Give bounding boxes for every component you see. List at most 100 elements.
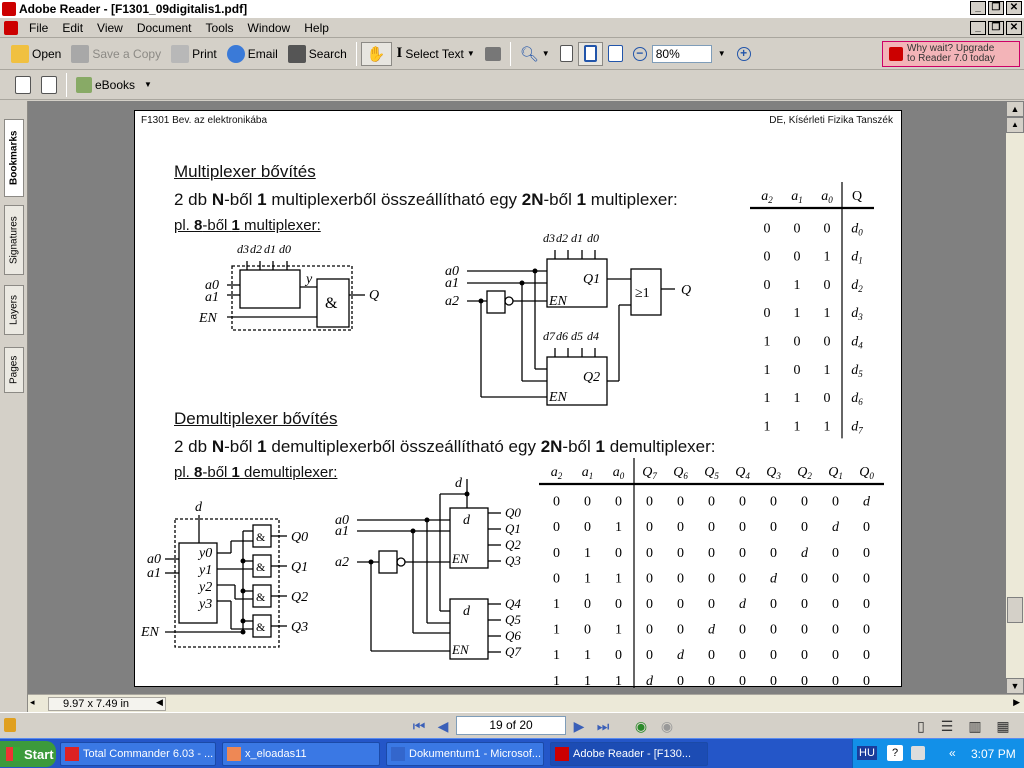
scroll-left-arrow[interactable]: ◀	[156, 697, 163, 707]
menu-window[interactable]: Window	[247, 20, 291, 35]
scroll-left-button[interactable]: ◂	[30, 697, 35, 707]
label-d4: d4	[587, 329, 599, 343]
table-cell: d	[863, 495, 871, 510]
ebooks-button[interactable]: eBooks▼	[71, 73, 157, 97]
fit-page-button[interactable]	[577, 41, 603, 66]
label-y0: y0	[197, 546, 212, 561]
label-d5: d5	[571, 329, 583, 343]
zoom-in-icon: +	[736, 46, 751, 61]
doc-restore-button[interactable]: ❐	[988, 21, 1004, 35]
menu-tools[interactable]: Tools	[205, 20, 234, 35]
start-button[interactable]: Start	[0, 741, 56, 767]
email-globe-icon	[226, 44, 245, 63]
zoom-input[interactable]: 80%	[651, 44, 712, 63]
label-d2: d2	[556, 231, 568, 245]
email-button[interactable]: Email	[222, 42, 283, 66]
horizontal-scrollbar[interactable]: ◂ 9.97 x 7.49 in ◀ ▶	[28, 694, 1024, 712]
continuous-button[interactable]: ☰	[940, 718, 954, 734]
zoom-tool-button[interactable]: 🔍︎▼	[515, 42, 555, 66]
tab-bookmarks[interactable]: Bookmarks	[4, 119, 24, 197]
single-page-button[interactable]: ▯	[917, 718, 925, 734]
table-cell: 1	[553, 597, 560, 612]
table-cell: 0	[863, 546, 870, 561]
task-dokumentum1[interactable]: Dokumentum1 - Microsof...	[386, 742, 544, 766]
document-area[interactable]: F1301 Bev. az elektronikába DE, Kísérlet…	[28, 101, 1006, 694]
scroll-page-up-button[interactable]: ▲	[1006, 117, 1024, 133]
task-total-commander[interactable]: Total Commander 6.03 - ...	[60, 742, 216, 766]
scroll-right-arrow[interactable]: ▶	[1013, 697, 1020, 707]
rotate-button[interactable]	[10, 73, 36, 97]
next-view-button[interactable]: ◉	[660, 718, 674, 734]
table-cell: 1	[764, 335, 771, 350]
table-cell: 0	[832, 623, 839, 638]
label-and: &	[256, 590, 266, 604]
save-copy-button[interactable]: Save a Copy	[66, 42, 166, 66]
zoom-out-button[interactable]: −	[628, 42, 652, 66]
tray-app-icon[interactable]	[911, 746, 925, 760]
table-cell: 0	[801, 623, 808, 638]
table-cell: 0	[615, 546, 622, 561]
table-cell: 0	[801, 520, 808, 535]
fit-width-icon	[607, 45, 623, 62]
table-cell: 1	[584, 571, 591, 586]
hand-tool-button[interactable]: ✋	[360, 41, 392, 66]
table-cell: 0	[770, 623, 777, 638]
task-adobe-reader[interactable]: Adobe Reader - [F130...	[550, 742, 708, 766]
label-Q3: Q3	[291, 620, 308, 635]
status-bar: ⏮ ◀ 19 of 20 ▶ ⏭ ◉ ◉ ▯ ☰ ▥ ▦	[0, 712, 1024, 738]
facing-button[interactable]: ▥	[968, 718, 982, 734]
print-button[interactable]: Print	[166, 42, 222, 66]
last-page-button[interactable]: ⏭	[596, 718, 610, 734]
pages-button[interactable]	[36, 73, 62, 97]
label-en: EN	[198, 311, 218, 326]
actual-size-button[interactable]	[555, 42, 578, 66]
scroll-up-button[interactable]: ▲	[1006, 101, 1024, 117]
demux-title: Demultiplexer bővítés	[174, 409, 338, 428]
language-indicator[interactable]: HU	[857, 746, 877, 760]
menu-file[interactable]: File	[29, 20, 49, 35]
doc-minimize-button[interactable]: _	[970, 21, 986, 35]
menu-view[interactable]: View	[97, 20, 123, 35]
label-d1: d1	[264, 242, 276, 256]
menu-document[interactable]: Document	[136, 20, 192, 35]
help-icon[interactable]: ?	[887, 745, 903, 761]
fit-width-button[interactable]	[603, 42, 628, 66]
table-cell: 0	[801, 648, 808, 663]
rotate-page-icon	[15, 75, 31, 94]
window-title: Adobe Reader - [F1301_09digitalis1.pdf]	[19, 2, 248, 16]
scroll-down-button[interactable]: ▼	[1006, 678, 1024, 694]
zoom-dropdown-icon[interactable]: ▼	[717, 49, 726, 58]
table-cell: 0	[764, 250, 771, 265]
table-header: a1	[582, 465, 594, 481]
open-button[interactable]: Open	[6, 42, 66, 66]
demux-cascade-diagram: d d d a0 a1 a2 EN EN Q0 Q1 Q2 Q3 Q4 Q5 Q…	[335, 476, 521, 660]
scroll-thumb[interactable]	[1007, 597, 1023, 623]
snapshot-tool-button[interactable]	[480, 42, 506, 66]
ebook-icon	[76, 76, 92, 93]
page-number-input[interactable]: 19 of 20	[456, 716, 566, 735]
zoom-in-button[interactable]: +	[732, 42, 756, 66]
minimize-button[interactable]: _	[970, 1, 986, 15]
menu-help[interactable]: Help	[304, 20, 329, 35]
tab-pages[interactable]: Pages	[4, 347, 24, 393]
task-x-eloadas11[interactable]: x_eloadas11	[222, 742, 380, 766]
previous-page-button[interactable]: ◀	[437, 718, 449, 734]
previous-view-button[interactable]: ◉	[634, 718, 648, 734]
menu-edit[interactable]: Edit	[62, 20, 84, 35]
tray-expand-icon[interactable]: «	[949, 746, 956, 760]
close-button[interactable]: ✕	[1006, 1, 1022, 15]
restore-button[interactable]: ❐	[988, 1, 1004, 15]
table-cell: 0	[646, 495, 653, 510]
continuous-facing-button[interactable]: ▦	[996, 718, 1010, 734]
vertical-scrollbar[interactable]: ▲ ▲ ▼	[1006, 101, 1024, 694]
first-page-button[interactable]: ⏮	[412, 718, 426, 734]
next-page-button[interactable]: ▶	[573, 718, 585, 734]
tab-layers[interactable]: Layers	[4, 285, 24, 335]
label-q: Q	[369, 288, 379, 303]
doc-close-button[interactable]: ✕	[1006, 21, 1022, 35]
search-button[interactable]: Search	[283, 42, 352, 66]
table-cell: 0	[863, 571, 870, 586]
tab-signatures[interactable]: Signatures	[4, 205, 24, 275]
